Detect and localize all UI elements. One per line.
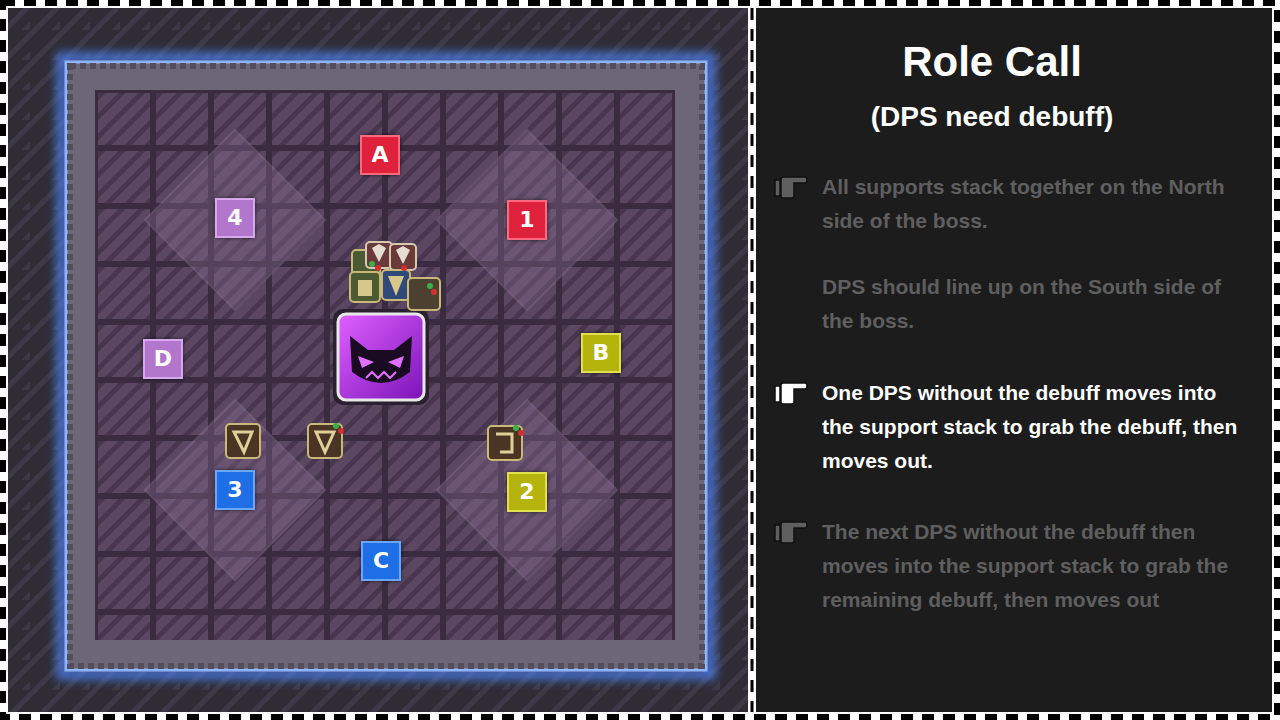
waymark-label: C — [373, 550, 389, 572]
waymark-label: 2 — [519, 481, 534, 503]
step-text: All supports stack together on the North… — [822, 170, 1250, 238]
player-icon — [408, 278, 440, 310]
debuff-dot — [375, 265, 381, 271]
arena-stone — [8, 8, 748, 712]
debuff-dot — [518, 430, 524, 436]
boss-icon — [338, 314, 424, 400]
panel-subtitle: (DPS need debuff) — [790, 98, 1194, 136]
role-emblem — [316, 432, 334, 452]
support-stack — [350, 242, 440, 310]
role-emblem — [372, 244, 410, 264]
role-emblem — [358, 276, 404, 296]
waymark-marker: 1 — [507, 200, 547, 240]
debuff-dot — [333, 423, 339, 429]
role-emblem — [496, 434, 512, 452]
step-text: DPS should line up on the South side of … — [822, 270, 1250, 338]
floor-diamond — [145, 130, 325, 310]
waymark-label: A — [371, 144, 388, 166]
boss-eyes — [358, 356, 404, 368]
debuff-dot — [338, 428, 344, 434]
debuff-dot — [427, 283, 433, 289]
arena-glow — [62, 58, 710, 674]
waymark-marker: 3 — [215, 470, 255, 510]
waymark-label: 4 — [227, 207, 242, 229]
pointer-hand-shape — [775, 522, 807, 543]
pointer-hand — [774, 380, 808, 406]
pointer-hand — [774, 174, 808, 200]
waymark-marker: C — [361, 541, 401, 581]
step-text: One DPS without the debuff moves into th… — [822, 376, 1250, 478]
waymark-label: 3 — [227, 479, 242, 501]
waymark-label: D — [154, 348, 172, 370]
floor-diamond — [437, 130, 617, 310]
dashed-frame — [3, 3, 1277, 717]
player-icon — [226, 424, 260, 458]
boss-icon-frame — [333, 309, 429, 405]
player-icon — [488, 426, 522, 460]
panel-title: Role Call — [790, 36, 1194, 88]
waymark-marker: A — [360, 135, 400, 175]
waymark-label: 1 — [519, 209, 534, 231]
waymark-marker: D — [143, 339, 183, 379]
player-icon — [308, 424, 342, 458]
debuff-dot — [401, 265, 407, 271]
step-text: The next DPS without the debuff then mov… — [822, 515, 1250, 617]
pointer-hand-shape — [775, 383, 807, 404]
waymark-marker: 2 — [507, 472, 547, 512]
boss-face — [350, 336, 412, 383]
waymark-marker: B — [581, 333, 621, 373]
arena-rim-blocks — [70, 66, 702, 666]
text-panel — [756, 8, 1272, 712]
dps-group — [226, 423, 524, 460]
role-emblem — [234, 432, 252, 452]
waymark-label: B — [593, 342, 610, 364]
floor-diamond — [437, 400, 617, 580]
debuff-dot — [513, 425, 519, 431]
dashed-divider — [751, 8, 754, 712]
pointer-hand — [774, 519, 808, 545]
floor-diamond — [145, 400, 325, 580]
debuff-dot — [431, 289, 437, 295]
waymark-marker: 4 — [215, 198, 255, 238]
pointer-hand-shape — [775, 177, 807, 198]
arena-rim — [66, 62, 706, 670]
boss-teeth — [366, 372, 396, 378]
debuff-dot — [369, 261, 375, 267]
arena-floor — [95, 90, 675, 640]
